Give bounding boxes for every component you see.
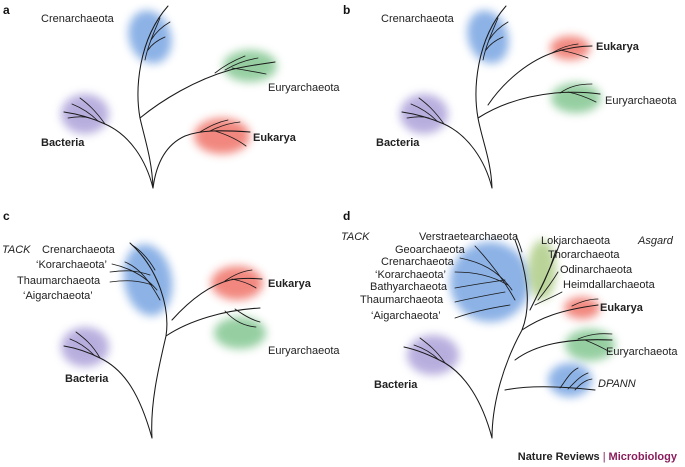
journal-credit: Nature Reviews|Microbiology: [518, 451, 677, 463]
verstraetearchaeota-label: Verstraetearchaeota: [419, 231, 519, 243]
euryarchaeota-label: Euryarchaeota: [268, 345, 340, 357]
aigarchaeota-label: ‘Aigarchaeota’: [23, 290, 93, 302]
eukarya-label: Eukarya: [268, 278, 312, 290]
korarchaeota-label: ‘Korarchaeota’: [36, 259, 107, 271]
geoarchaeota-label: Geoarchaeota: [395, 244, 466, 256]
panel-d-letter: d: [343, 209, 350, 223]
bacteria-cluster-blob: [400, 94, 448, 134]
panel-a-letter: a: [3, 3, 10, 17]
heimdallarchaeota-label: Heimdallarchaeota: [563, 279, 656, 291]
crenarchaeota-cluster-blob: [467, 10, 509, 64]
panel-c-tree: [63, 242, 263, 439]
eukarya-cluster-blob: [211, 266, 263, 300]
bacteria-label: Bacteria: [376, 137, 420, 149]
euryarchaeota-cluster-blob: [551, 83, 601, 113]
journal-subject: Microbiology: [608, 451, 677, 463]
credit-separator: |: [602, 451, 606, 463]
tack-group-label: TACK: [341, 231, 370, 243]
tack-cluster-blob: [123, 244, 173, 316]
panel-d: d: [341, 209, 678, 439]
euryarchaeota-cluster-blob: [565, 329, 615, 361]
euryarchaeota-cluster-blob: [214, 317, 266, 349]
panel-d-tree: [403, 235, 613, 439]
aigarchaeota-label: ‘Aigarchaeota’: [371, 310, 441, 322]
eukarya-label: Eukarya: [600, 302, 644, 314]
bacteria-label: Bacteria: [374, 379, 418, 391]
bathyarchaeota-label: Bathyarchaeota: [370, 281, 448, 293]
crenarchaeota-label: Crenarchaeota: [42, 244, 116, 256]
eukarya-label: Eukarya: [596, 41, 640, 53]
euryarchaeota-label: Euryarchaeota: [605, 95, 677, 107]
panel-b-tree: [401, 5, 601, 189]
dpann-group-label: DPANN: [598, 378, 636, 390]
panel-c-letter: c: [3, 209, 10, 223]
panel-b: b Crenarchaeota Eukarya Euryarchaeota Ba…: [343, 3, 677, 189]
panel-c: c TACK Crenarchaeota ‘Korarchaeota’ Thau…: [2, 209, 340, 439]
crenarchaeota-label: Crenarchaeota: [381, 13, 455, 25]
odinarchaeota-label: Odinarchaeota: [560, 264, 633, 276]
euryarchaeota-label: Euryarchaeota: [268, 82, 340, 94]
asgard-group-label: Asgard: [637, 235, 674, 247]
eukarya-cluster-blob: [194, 118, 250, 154]
crenarchaeota-label: Crenarchaeota: [381, 256, 455, 268]
thaumarchaeota-label: Thaumarchaeota: [360, 294, 444, 306]
panel-a-tree: [63, 5, 276, 189]
euryarchaeota-label: Euryarchaeota: [606, 346, 678, 358]
panel-b-letter: b: [343, 3, 350, 17]
bacteria-label: Bacteria: [65, 373, 109, 385]
eukarya-label: Eukarya: [253, 132, 297, 144]
thaumarchaeota-label: Thaumarchaeota: [17, 275, 101, 287]
crenarchaeota-cluster-blob: [128, 10, 172, 64]
journal-name: Nature Reviews: [517, 451, 600, 463]
bacteria-label: Bacteria: [41, 137, 85, 149]
panel-a: a Crenarchaeota Euryarchaeota Bacteria E…: [3, 3, 340, 189]
tack-group-label: TACK: [2, 244, 31, 256]
lokiarchaeota-label: Lokiarchaeota: [541, 235, 611, 247]
bacteria-cluster-blob: [61, 94, 109, 134]
crenarchaeota-label: Crenarchaeota: [41, 13, 115, 25]
dpann-cluster-blob: [548, 363, 592, 397]
korarchaeota-label: ‘Korarchaeota’: [375, 269, 446, 281]
thorarchaeota-label: Thorarchaeota: [548, 249, 620, 261]
